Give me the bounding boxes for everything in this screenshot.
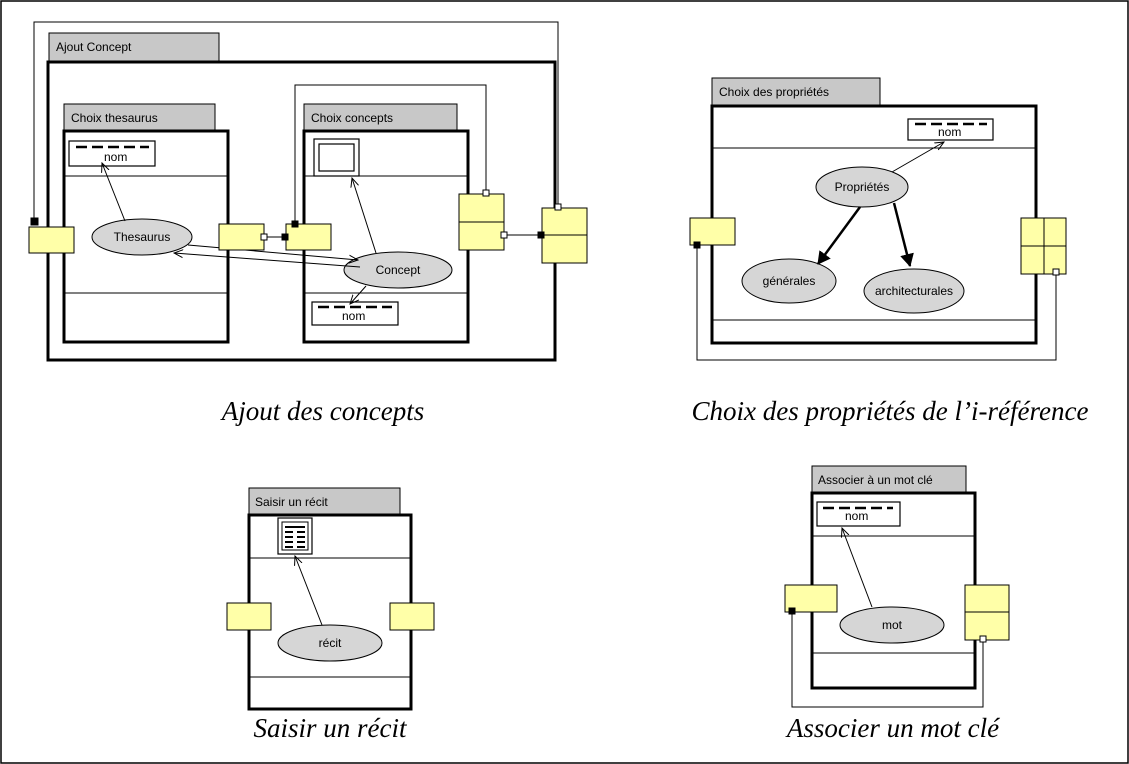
proprietes-loop-wire	[696, 244, 1057, 361]
choix-thesaurus-tab	[63, 103, 216, 132]
ajout-port-left	[28, 226, 75, 254]
concept-ellipse	[343, 251, 453, 289]
thesaurus-name-field	[68, 140, 156, 167]
caption-choix-proprietes: Choix des propriétés de l’i-référence	[692, 396, 1089, 426]
saisir-recit-tab-label: Saisir un récit	[255, 495, 328, 509]
proprietes-port-in	[689, 217, 736, 246]
saisir-recit-tab	[248, 487, 401, 516]
panel-associer-mot-cle: Associer à un mot clé nom mot	[784, 465, 1010, 708]
choix-concepts-tab-label: Choix concepts	[311, 111, 393, 125]
motcle-name-label: nom	[845, 509, 868, 523]
proprietes-name-label: nom	[938, 125, 961, 139]
panel-saisir-recit: Saisir un récit récit	[226, 487, 435, 711]
generales-label: générales	[763, 274, 816, 288]
saisir-recit-frame	[247, 513, 413, 711]
motcle-loop-wire	[791, 612, 984, 708]
ajout-concept-tab	[48, 32, 220, 62]
motcle-name-field	[816, 501, 901, 527]
choix-thesaurus-tab-label: Choix thesaurus	[71, 111, 158, 125]
recit-port-right	[389, 602, 435, 631]
mot-ellipse-label: mot	[882, 618, 903, 632]
caption-saisir-recit: Saisir un récit	[254, 713, 408, 743]
thesaurus-ellipse	[91, 218, 193, 256]
generales-ellipse	[741, 258, 837, 304]
thesaurus-name-label: nom	[104, 150, 127, 164]
outer-loop-wire	[33, 21, 559, 224]
choix-proprietes-tab-label: Choix des propriétés	[719, 85, 829, 99]
proprietes-root-label: Propriétés	[835, 180, 890, 194]
panel-choix-proprietes: Choix des propriétés nom Propriétés géné…	[689, 77, 1067, 361]
architecturales-label: architecturales	[875, 284, 953, 298]
concepts-loop-wire	[294, 84, 487, 224]
panel-ajout-concepts: Ajout Concept Choix thesaurus nom Thesau…	[28, 21, 588, 362]
associer-mot-cle-tab-label: Associer à un mot clé	[818, 473, 933, 487]
ajout-concept-tab-label: Ajout Concept	[56, 40, 132, 54]
concept-ellipse-label: Concept	[376, 263, 421, 277]
caption-associer-mot-cle: Associer un mot clé	[785, 713, 1000, 743]
thesaurus-port-out	[218, 223, 265, 251]
thesaurus-ellipse-label: Thesaurus	[114, 230, 171, 244]
associer-mot-cle-tab	[811, 465, 967, 494]
recit-ellipse	[277, 624, 383, 662]
choix-concepts-tab	[303, 103, 458, 132]
proprietes-root-ellipse	[815, 166, 909, 208]
recit-ellipse-label: récit	[319, 636, 342, 650]
concept-name-label: nom	[342, 309, 365, 323]
choix-proprietes-frame	[710, 104, 1038, 345]
caption-ajout-concepts: Ajout des concepts	[220, 396, 424, 426]
architecturales-ellipse	[863, 268, 965, 314]
concepts-port-in	[285, 223, 332, 251]
recit-port-left	[226, 602, 272, 631]
mot-ellipse	[839, 606, 945, 644]
